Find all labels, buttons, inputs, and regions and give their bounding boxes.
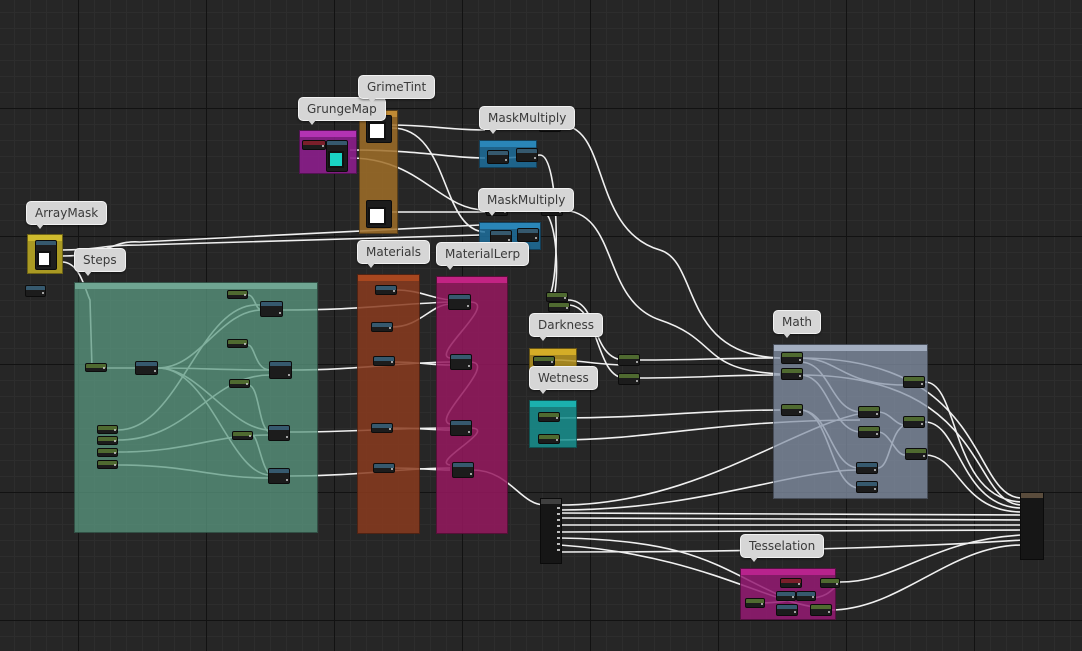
- wire: [924, 454, 1023, 513]
- label-materiallerp[interactable]: MaterialLerp: [436, 242, 530, 270]
- scalar-node[interactable]: [227, 339, 248, 348]
- function-node[interactable]: [268, 425, 290, 441]
- texture-sample-icon: [368, 122, 386, 140]
- wire: [391, 127, 486, 233]
- wire: [539, 209, 558, 306]
- label-materials[interactable]: Materials: [357, 240, 431, 268]
- function-node[interactable]: [776, 591, 796, 601]
- comment-wetness[interactable]: [529, 400, 577, 448]
- label-tesselation[interactable]: Tesselation: [740, 534, 825, 562]
- scalar-node[interactable]: [85, 363, 107, 372]
- label-arraymask[interactable]: ArrayMask: [26, 201, 108, 229]
- function-node[interactable]: [776, 604, 798, 616]
- scalar-node[interactable]: [903, 416, 925, 428]
- label-maskmultiply-1[interactable]: MaskMultiply: [479, 106, 576, 134]
- label-maskmultiply-2[interactable]: MaskMultiply: [478, 188, 575, 216]
- scalar-node[interactable]: [781, 368, 803, 380]
- wire: [924, 421, 1023, 509]
- wire: [539, 154, 557, 298]
- function-node[interactable]: [260, 301, 283, 317]
- function-node[interactable]: [269, 361, 292, 379]
- function-node[interactable]: [35, 240, 57, 270]
- scalar-node[interactable]: [745, 598, 765, 608]
- texture-sample-icon: [368, 207, 386, 225]
- wire: [61, 234, 481, 251]
- comment-materials[interactable]: [357, 274, 420, 534]
- function-node[interactable]: [796, 591, 816, 601]
- wire: [559, 124, 781, 359]
- lerp-node[interactable]: [450, 420, 472, 436]
- scalar-node[interactable]: [97, 460, 118, 469]
- function-node[interactable]: [25, 285, 46, 297]
- wire: [839, 534, 1023, 583]
- comment-steps[interactable]: [74, 282, 318, 533]
- function-node[interactable]: [373, 463, 395, 473]
- wire: [639, 357, 781, 361]
- scalar-node[interactable]: [548, 302, 570, 312]
- wire: [924, 381, 1023, 503]
- function-node[interactable]: [375, 285, 397, 295]
- label-grimetint[interactable]: GrimeTint: [358, 75, 436, 103]
- scalar-node[interactable]: [538, 434, 560, 444]
- wire: [559, 539, 1023, 553]
- scalar-node[interactable]: [618, 373, 640, 385]
- label-darkness[interactable]: Darkness: [529, 313, 603, 341]
- scalar-node[interactable]: [232, 431, 253, 440]
- scalar-node[interactable]: [858, 426, 880, 438]
- function-node[interactable]: [135, 361, 158, 375]
- function-node[interactable]: [856, 481, 878, 493]
- scalar-node[interactable]: [229, 379, 250, 388]
- function-node[interactable]: [268, 468, 290, 484]
- scalar-node[interactable]: [227, 290, 248, 299]
- function-node[interactable]: [373, 356, 395, 366]
- texture-sample-node[interactable]: [366, 200, 392, 228]
- lerp-node[interactable]: [452, 462, 474, 478]
- wire: [567, 304, 626, 379]
- material-output-icon[interactable]: [1020, 492, 1044, 560]
- scalar-node[interactable]: [820, 578, 840, 588]
- function-node[interactable]: [856, 462, 878, 474]
- wire: [559, 517, 1023, 521]
- function-node[interactable]: [517, 228, 539, 242]
- lerp-node[interactable]: [450, 354, 472, 370]
- wire: [557, 409, 781, 419]
- scalar-node[interactable]: [546, 292, 568, 302]
- scalar-node[interactable]: [618, 354, 640, 366]
- comment-materiallerp[interactable]: [436, 276, 508, 534]
- scalar-node[interactable]: [903, 376, 925, 388]
- scalar-node[interactable]: [781, 352, 803, 364]
- wire: [829, 544, 1023, 611]
- scalar-node[interactable]: [781, 404, 803, 416]
- function-node[interactable]: [516, 148, 538, 162]
- scalar-node[interactable]: [905, 448, 927, 460]
- scalar-node[interactable]: [97, 448, 118, 457]
- function-node[interactable]: [371, 423, 393, 433]
- texture-param-node[interactable]: [302, 140, 326, 150]
- wire: [559, 512, 1023, 516]
- scalar-node[interactable]: [780, 578, 802, 588]
- texture-sample-icon: [37, 251, 51, 267]
- lerp-node[interactable]: [448, 294, 471, 310]
- function-node[interactable]: [487, 150, 509, 164]
- label-math[interactable]: Math: [773, 310, 822, 338]
- scalar-node[interactable]: [538, 412, 560, 422]
- scalar-node[interactable]: [97, 425, 118, 434]
- wire: [387, 124, 486, 131]
- scalar-node[interactable]: [810, 604, 832, 616]
- label-wetness[interactable]: Wetness: [529, 366, 598, 394]
- material-attributes-node[interactable]: [540, 498, 562, 564]
- texture-sample-icon: [328, 151, 344, 168]
- wire: [559, 529, 1023, 533]
- scalar-node[interactable]: [97, 436, 118, 445]
- scalar-node[interactable]: [533, 356, 555, 366]
- wire: [559, 209, 781, 375]
- function-node[interactable]: [371, 322, 393, 332]
- texture-sample-node[interactable]: [326, 140, 348, 172]
- scalar-node[interactable]: [858, 406, 880, 418]
- label-steps[interactable]: Steps: [74, 248, 126, 276]
- wire: [639, 374, 781, 379]
